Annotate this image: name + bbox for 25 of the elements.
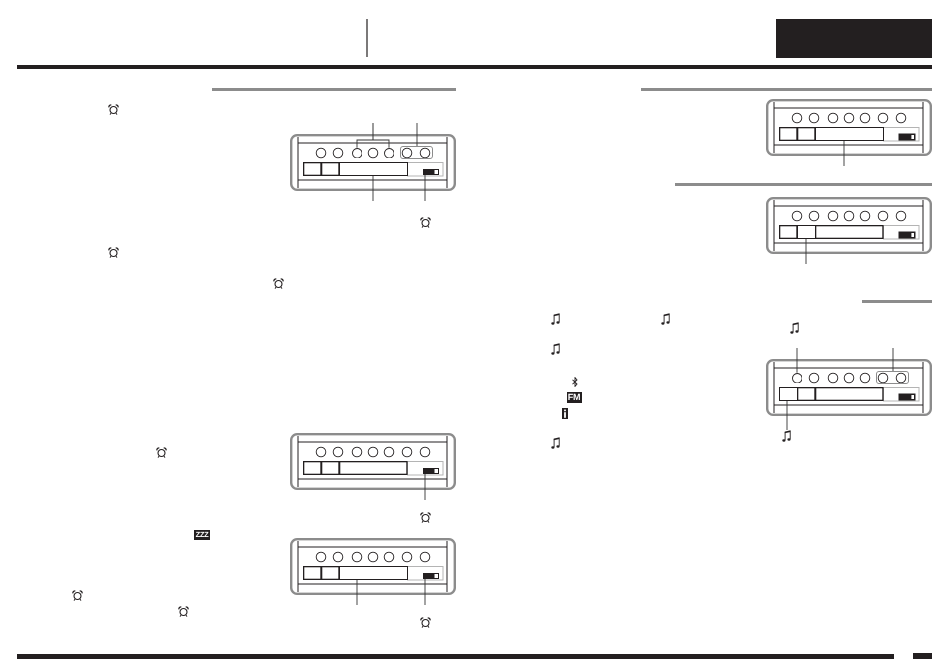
leader-line [372,122,390,148]
display-window [815,127,884,141]
display-segment [779,387,798,401]
display-window [339,162,408,176]
leader-line [416,122,418,147]
button-group-outline [876,371,909,384]
button-group-outline [400,146,433,160]
leader-line [424,474,426,500]
leader-line [796,348,798,374]
control-button [384,148,394,158]
leader-line [424,578,426,606]
display-window [339,566,408,580]
music-note-icon [782,430,790,442]
fm-indicator: FM [566,392,582,402]
control-button [352,148,362,158]
slide-switch [423,468,439,474]
slide-switch [423,169,439,175]
leader-line [372,176,374,202]
slide-switch [423,573,439,579]
leader-line [786,400,788,430]
leader-line [424,174,426,202]
leader-line [356,580,358,606]
control-button [792,372,802,384]
leader-line [892,348,894,372]
display-segment [797,225,816,239]
